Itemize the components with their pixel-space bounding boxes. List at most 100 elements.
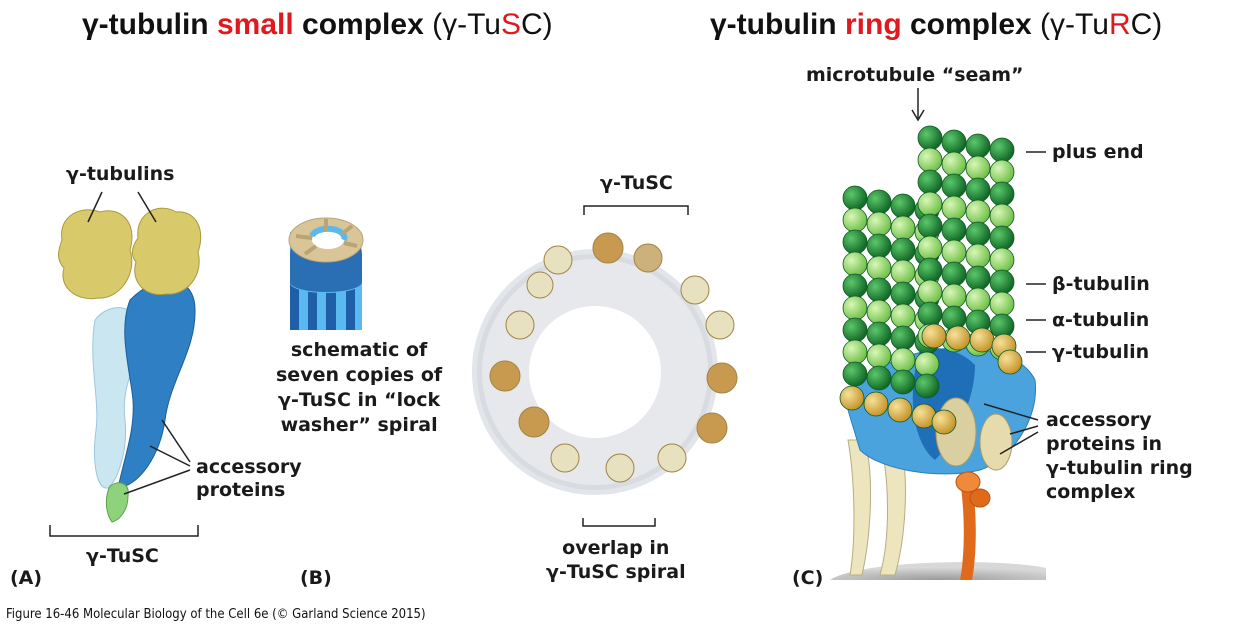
turc-structure <box>830 125 1046 580</box>
label-line: γ-TuSC spiral <box>546 561 686 583</box>
beta-tubulin-ball <box>866 365 892 391</box>
title-abbr: C) <box>1130 8 1163 41</box>
beta-tubulin-ball <box>965 265 991 291</box>
label-gamma-tubulin: γ-tubulin <box>1052 341 1150 363</box>
alpha-tubulin-ball <box>941 239 967 265</box>
alpha-tubulin-ball <box>842 339 868 365</box>
label-seam: microtubule “seam” <box>806 64 1024 86</box>
alpha-tubulin-ball <box>941 283 967 309</box>
gamma-tubulin-ball <box>887 397 913 423</box>
gamma-tubulin-ball <box>921 323 947 349</box>
label-line: proteins <box>196 479 286 501</box>
beta-tubulin-ball <box>890 237 916 263</box>
beta-tubulin-ball <box>989 137 1015 163</box>
label-schematic: schematic of seven copies of γ-TuSC in “… <box>276 338 442 438</box>
title-abbr: (γ-Tu <box>432 8 501 41</box>
beta-tubulin-ball <box>842 229 868 255</box>
alpha-tubulin-ball <box>917 235 943 261</box>
title-text: γ-tubulin <box>710 8 845 41</box>
accessory-stalk <box>847 439 872 576</box>
accessory-stalk <box>879 439 906 576</box>
title-turc: γ-tubulin ring complex (γ-TuRC) <box>710 8 1162 42</box>
beta-tubulin-ball <box>866 277 892 303</box>
panel-letter-a: (A) <box>10 567 43 589</box>
beta-tubulin-ball <box>941 217 967 243</box>
tusc-ring <box>472 232 738 495</box>
label-line: γ-tubulin ring <box>1046 457 1193 479</box>
title-highlight: small <box>216 8 294 41</box>
panel-letter-b: (B) <box>300 567 332 589</box>
beta-tubulin-ball <box>917 301 943 327</box>
alpha-tubulin-ball <box>965 243 991 269</box>
title-abbr-highlight: S <box>500 8 521 41</box>
label-line: overlap in <box>562 537 670 559</box>
label-line: washer” spiral <box>280 414 438 436</box>
gamma-tubulin-ball <box>945 325 971 351</box>
label-plus-end: plus end <box>1052 141 1144 163</box>
alpha-tubulin-ball <box>866 255 892 281</box>
label-accessory-proteins-a: accessory proteins <box>196 456 302 502</box>
panel-c-pointers <box>911 88 1046 455</box>
beta-tubulin-ball <box>866 189 892 215</box>
beta-tubulin-ball <box>842 317 868 343</box>
beta-tubulin-ball <box>890 325 916 351</box>
label-tusc-bracket: γ-TuSC <box>86 545 159 567</box>
beta-tubulin-ball <box>914 373 940 399</box>
gamma-tubulin-ball <box>839 385 865 411</box>
beta-tubulin-ball <box>941 173 967 199</box>
label-line: γ-TuSC in “lock <box>278 389 441 411</box>
alpha-tubulin-ball <box>917 191 943 217</box>
beta-tubulin-ball <box>890 193 916 219</box>
alpha-tubulin-ball <box>842 207 868 233</box>
lock-washer-schematic <box>288 217 364 330</box>
alpha-tubulin-ball <box>989 203 1015 229</box>
panel-a-pointers <box>49 191 199 537</box>
microtubule-balls <box>839 125 1023 435</box>
label-overlap: overlap in γ-TuSC spiral <box>546 536 686 584</box>
gamma-tubulin-left <box>58 209 133 300</box>
alpha-tubulin-ball <box>917 279 943 305</box>
label-gamma-tubulins: γ-tubulins <box>66 163 175 185</box>
beta-tubulin-ball <box>917 125 943 151</box>
beta-tubulin-ball <box>917 169 943 195</box>
beta-tubulin-ball <box>866 321 892 347</box>
label-line: schematic of <box>290 339 428 361</box>
title-abbr: C) <box>521 8 553 41</box>
beta-tubulin-ball <box>965 133 991 159</box>
alpha-tubulin-ball <box>941 195 967 221</box>
alpha-tubulin-ball <box>890 347 916 373</box>
label-line: seven copies of <box>276 364 443 386</box>
title-text: γ-tubulin <box>82 8 217 41</box>
alpha-tubulin-ball <box>989 291 1015 317</box>
figure-caption: Figure 16-46 Molecular Biology of the Ce… <box>6 607 426 622</box>
blue-subunit <box>117 279 196 489</box>
beta-tubulin-ball <box>842 273 868 299</box>
beta-tubulin-ball <box>890 281 916 307</box>
title-abbr: (γ-Tu <box>1040 8 1109 41</box>
gamma-tubulin-ball <box>997 349 1023 375</box>
gamma-tubulin-ball <box>931 409 957 435</box>
gamma-tubulin-ball <box>969 327 995 353</box>
alpha-tubulin-ball <box>941 151 967 177</box>
label-alpha-tubulin: α-tubulin <box>1052 309 1150 331</box>
label-accessory-turc: accessory proteins in γ-tubulin ring com… <box>1046 408 1193 504</box>
label-tusc-ring: γ-TuSC <box>600 172 673 194</box>
accessory-green <box>105 482 129 523</box>
beta-tubulin-ball <box>866 233 892 259</box>
alpha-tubulin-ball <box>890 215 916 241</box>
beta-tubulin-ball <box>941 261 967 287</box>
beta-tubulin-ball <box>917 257 943 283</box>
beta-tubulin-ball <box>917 213 943 239</box>
tusc-bracket <box>49 525 199 537</box>
beta-tubulin-ball <box>989 181 1015 207</box>
alpha-tubulin-ball <box>965 199 991 225</box>
alpha-tubulin-ball <box>866 211 892 237</box>
alpha-tubulin-ball <box>965 155 991 181</box>
gamma-tubulin-right <box>131 207 202 296</box>
beta-tubulin-ball <box>989 269 1015 295</box>
alpha-tubulin-ball <box>890 303 916 329</box>
alpha-tubulin-ball <box>842 251 868 277</box>
alpha-tubulin-ball <box>866 299 892 325</box>
beta-tubulin-ball <box>965 177 991 203</box>
